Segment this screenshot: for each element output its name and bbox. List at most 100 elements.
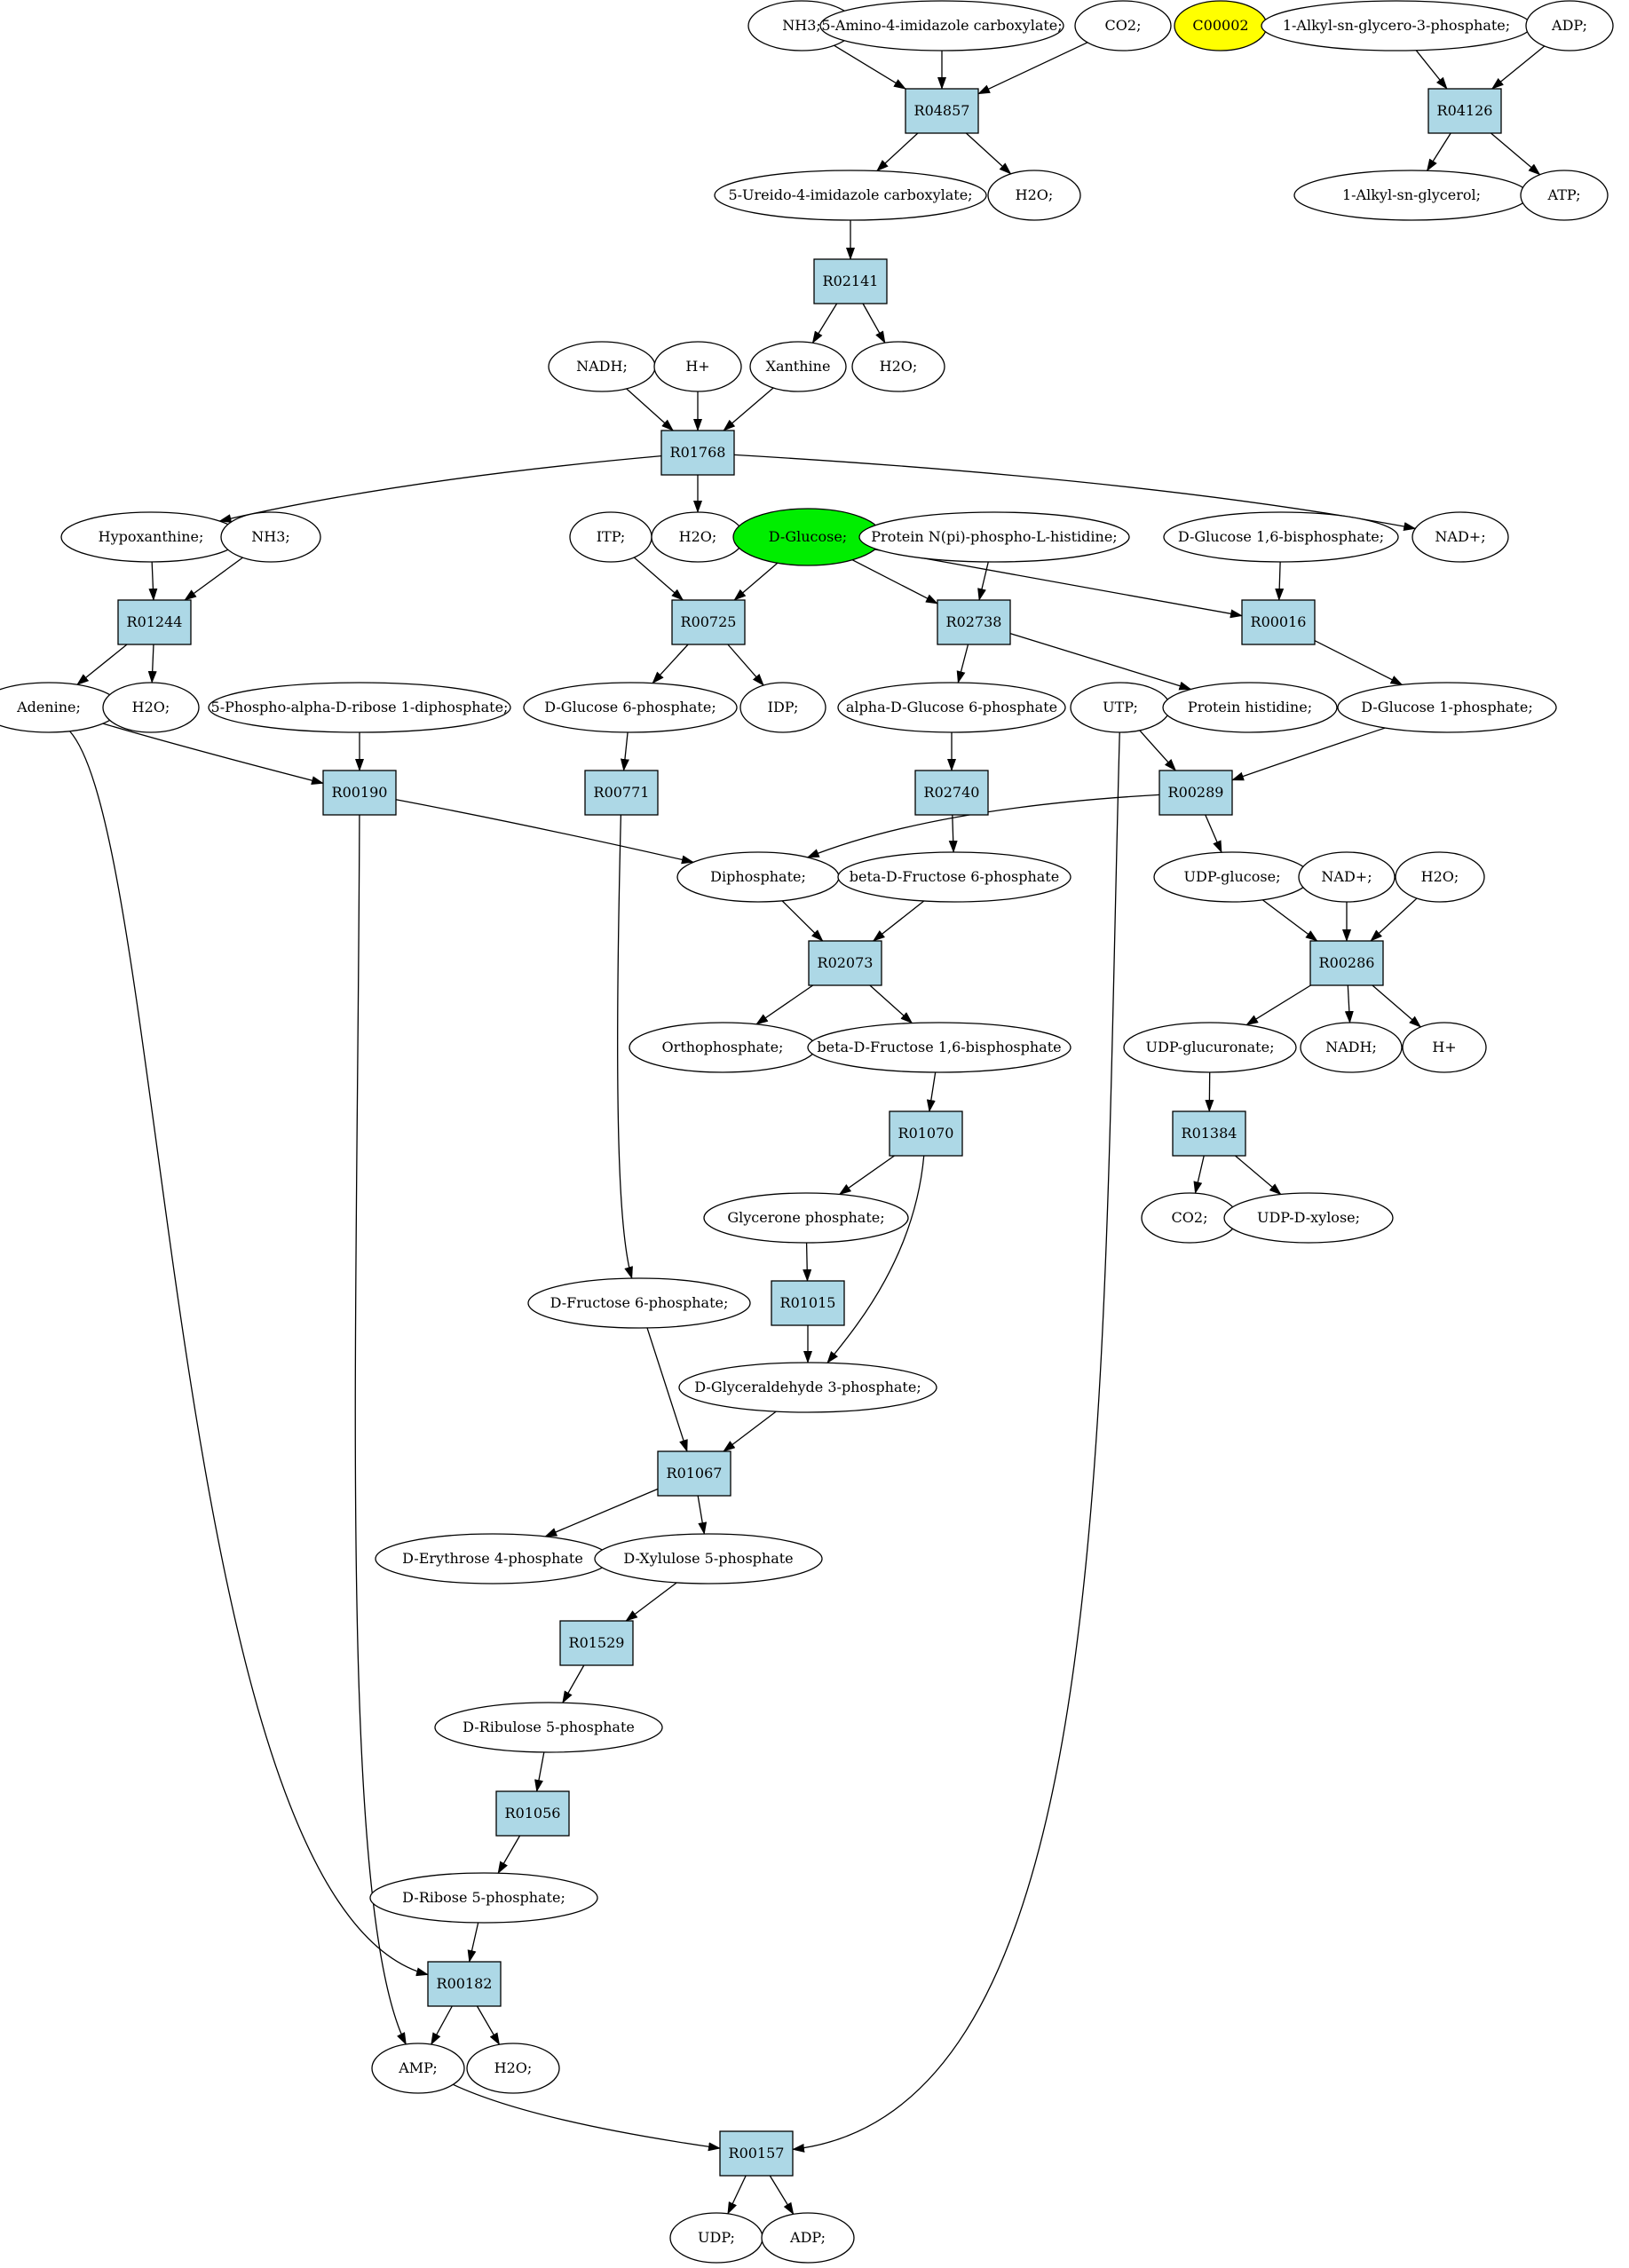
compound-node-c_nh3_b[interactable]: NH3; — [220, 511, 321, 563]
node-shape — [369, 1872, 598, 1924]
reaction-node-r_R02738[interactable]: R02738 — [937, 599, 1011, 645]
compound-node-c_co2_b[interactable]: CO2; — [1141, 1192, 1238, 1244]
reaction-node-r_R01070[interactable]: R01070 — [889, 1110, 963, 1157]
edge-r_R01244-to-c_adenine — [76, 644, 128, 685]
compound-node-c_diphos[interactable]: Diphosphate; — [676, 851, 840, 903]
compound-node-c_udpglc[interactable]: UDP-glucose; — [1153, 851, 1311, 903]
reaction-node-r_R00190[interactable]: R00190 — [322, 770, 397, 816]
reaction-node-r_R00182[interactable]: R00182 — [427, 1961, 502, 2007]
compound-node-c_df6p[interactable]: D-Fructose 6-phosphate; — [527, 1277, 751, 1329]
compound-node-c_dg1p[interactable]: D-Glucose 1-phosphate; — [1337, 682, 1557, 733]
reaction-node-r_R01056[interactable]: R01056 — [495, 1790, 570, 1837]
compound-node-c_itp[interactable]: ITP; — [569, 511, 652, 563]
compound-node-c_dglucose[interactable]: D-Glucose; — [732, 508, 883, 566]
node-label: Protein N(pi)-phospho-L-histidine; — [871, 528, 1117, 545]
reaction-node-r_R02740[interactable]: R02740 — [914, 770, 989, 816]
node-shape — [1223, 1192, 1394, 1244]
compound-node-c_udp[interactable]: UDP; — [669, 2212, 763, 2264]
compound-node-c_dx5p[interactable]: D-Xylulose 5-phosphate — [594, 1533, 823, 1584]
compound-node-c_h2o_d[interactable]: H2O; — [102, 682, 200, 733]
edge-layer — [69, 42, 1546, 2216]
node-label: R01056 — [505, 1805, 561, 1822]
reaction-node-r_R02073[interactable]: R02073 — [808, 940, 882, 986]
compound-node-c_amino[interactable]: 5-Amino-4-imidazole carboxylate; — [819, 0, 1064, 51]
compound-node-c_xanthine[interactable]: Xanthine — [749, 341, 847, 392]
reaction-node-r_R04126[interactable]: R04126 — [1427, 88, 1502, 134]
compound-node-c_utp[interactable]: UTP; — [1070, 682, 1171, 733]
node-label: ATP; — [1547, 186, 1581, 203]
node-label: H2O; — [494, 2059, 533, 2076]
reaction-node-r_R01529[interactable]: R01529 — [559, 1620, 634, 1666]
compound-node-c_alkylg3p[interactable]: 1-Alkyl-sn-glycero-3-phosphate; — [1261, 0, 1532, 51]
node-label: R01768 — [670, 444, 726, 461]
reaction-node-r_R01067[interactable]: R01067 — [657, 1450, 731, 1497]
compound-node-c_nadp_a[interactable]: NAD+; — [1412, 511, 1509, 563]
edge-c_dx5p-to-r_R01529 — [625, 1582, 677, 1622]
edge-c_dglucose-to-r_R02738 — [851, 559, 938, 605]
compound-node-c_bdf6p[interactable]: beta-D-Fructose 6-phosphate — [837, 851, 1072, 903]
reaction-node-r_R01768[interactable]: R01768 — [660, 430, 735, 476]
compound-node-c_prpp[interactable]: 5-Phospho-alpha-D-ribose 1-diphosphate; — [208, 682, 511, 733]
reaction-node-r_R00771[interactable]: R00771 — [584, 770, 659, 816]
compound-node-c_amp[interactable]: AMP; — [371, 2043, 465, 2094]
reaction-node-r_R00725[interactable]: R00725 — [671, 599, 746, 645]
node-shape — [594, 1533, 823, 1584]
node-label: D-Glucose 1-phosphate; — [1361, 699, 1532, 715]
compound-node-c_co2_a[interactable]: CO2; — [1074, 0, 1172, 51]
node-shape — [657, 1450, 731, 1497]
node-label: ADP; — [1551, 17, 1587, 34]
compound-node-c_adp_b[interactable]: ADP; — [761, 2212, 855, 2264]
node-label: R00725 — [681, 613, 737, 630]
edge-r_R02141-to-c_h2o_b — [862, 303, 886, 344]
compound-node-c_atp[interactable]: ATP; — [1520, 170, 1609, 221]
compound-node-c_dr5p[interactable]: D-Ribose 5-phosphate; — [369, 1872, 598, 1924]
compound-node-c_protnpi[interactable]: Protein N(pi)-phospho-L-histidine; — [858, 511, 1130, 563]
compound-node-c_h2o_b[interactable]: H2O; — [851, 341, 945, 392]
compound-node-c_h2o_f[interactable]: H2O; — [466, 2043, 560, 2094]
node-shape — [761, 2212, 855, 2264]
compound-node-c_h_b[interactable]: H+ — [1402, 1022, 1487, 1073]
node-shape — [1412, 511, 1509, 563]
compound-node-c_dru5p[interactable]: D-Ribulose 5-phosphate — [434, 1702, 663, 1753]
reaction-node-r_R01015[interactable]: R01015 — [771, 1280, 845, 1326]
compound-node-c_h2o_c[interactable]: H2O; — [651, 511, 745, 563]
compound-node-c_h_a[interactable]: H+ — [653, 341, 742, 392]
compound-node-c_alkylg[interactable]: 1-Alkyl-sn-glycerol; — [1293, 170, 1530, 221]
edge-r_R00286-to-c_udpgluc — [1245, 984, 1311, 1026]
compound-node-c_udpxyl[interactable]: UDP-D-xylose; — [1223, 1192, 1394, 1244]
node-shape — [1298, 851, 1396, 903]
compound-node-c_nadh_b[interactable]: NADH; — [1300, 1022, 1403, 1073]
compound-node-c_glycp[interactable]: Glycerone phosphate; — [703, 1192, 909, 1244]
compound-node-c_orthop[interactable]: Orthophosphate; — [629, 1022, 817, 1073]
compound-node-c_dga3p[interactable]: D-Glyceraldehyde 3-phosphate; — [678, 1362, 937, 1413]
compound-node-c_de4p[interactable]: D-Erythrose 4-phosphate — [375, 1533, 611, 1584]
compound-node-c_h2o_e[interactable]: H2O; — [1395, 851, 1485, 903]
compound-node-c_adenine[interactable]: Adenine; — [0, 682, 121, 733]
compound-node-c_nadh_a[interactable]: NADH; — [548, 341, 656, 392]
edge-c_adenine-to-r_R00182 — [69, 731, 429, 1977]
reaction-node-r_R00157[interactable]: R00157 — [719, 2130, 794, 2177]
compound-node-c_idp[interactable]: IDP; — [739, 682, 826, 733]
compound-node-c_bdf16bp[interactable]: beta-D-Fructose 1,6-bisphosphate — [807, 1022, 1072, 1073]
compound-node-c_nadp_b[interactable]: NAD+; — [1298, 851, 1396, 903]
compound-node-c_dg6p[interactable]: D-Glucose 6-phosphate; — [523, 682, 738, 733]
compound-node-c_udpgluc[interactable]: UDP-glucuronate; — [1123, 1022, 1297, 1073]
reaction-node-r_R00286[interactable]: R00286 — [1309, 940, 1384, 986]
compound-node-c_hypox[interactable]: Hypoxanthine; — [60, 511, 241, 563]
reaction-node-r_R01244[interactable]: R01244 — [117, 599, 192, 645]
reaction-node-r_R00016[interactable]: R00016 — [1241, 599, 1316, 645]
compound-node-c_dg16bp[interactable]: D-Glucose 1,6-bisphosphate; — [1163, 511, 1399, 563]
reaction-node-r_R04857[interactable]: R04857 — [905, 88, 979, 134]
compound-node-c_nh3_a[interactable]: NH3; — [747, 0, 856, 51]
reaction-node-r_R02141[interactable]: R02141 — [813, 258, 888, 304]
compound-node-c_adp_a[interactable]: ADP; — [1525, 0, 1614, 51]
edge-r_R01529-to-c_dru5p — [562, 1664, 585, 1704]
compound-node-c_c00002[interactable]: C00002 — [1174, 0, 1268, 51]
compound-node-c_ureido[interactable]: 5-Ureido-4-imidazole carboxylate; — [714, 170, 987, 221]
reaction-node-r_R00289[interactable]: R00289 — [1158, 770, 1233, 816]
compound-node-c_h2o_a[interactable]: H2O; — [987, 170, 1081, 221]
reaction-node-r_R01384[interactable]: R01384 — [1172, 1110, 1246, 1157]
compound-node-c_adg6p[interactable]: alpha-D-Glucose 6-phosphate — [837, 682, 1066, 733]
node-label: ADP; — [789, 2229, 826, 2246]
compound-node-c_prothis[interactable]: Protein histidine; — [1162, 682, 1338, 733]
